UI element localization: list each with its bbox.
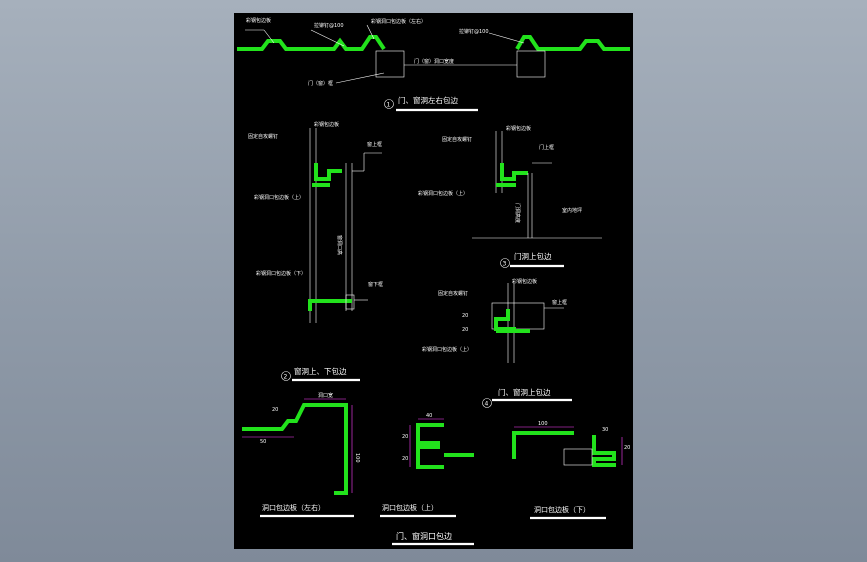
panel-top: 40 20 20 洞口包边板（上） — [380, 413, 474, 518]
label-opening-trim-lr: 彩钢洞口包边板（左右） — [371, 18, 426, 25]
drawing-canvas: 彩钢包边板 拉铆钉@100 彩钢洞口包边板（左右） 拉铆钉@100 门（窗）洞口… — [237, 17, 630, 546]
dim-top-40: 40 — [426, 413, 432, 419]
dim-top-20a: 20 — [402, 434, 408, 440]
section-1-number: 1 — [387, 102, 391, 109]
section-3-labels: 固定自攻螺钉 彩钢包边板 门上框 彩钢洞口包边板（上） 门洞高度 室内地坪 — [418, 125, 582, 223]
label-opening-trim-top-4: 彩钢洞口包边板（上） — [422, 346, 472, 353]
section-1-labels: 彩钢包边板 拉铆钉@100 彩钢洞口包边板（左右） 拉铆钉@100 门（窗）洞口… — [246, 17, 489, 87]
dim-4-b: 20 — [462, 327, 468, 333]
window-head-trim — [314, 163, 342, 181]
roof-profile-left — [237, 37, 352, 51]
sheet-title-block: 门、窗洞口包边 — [392, 531, 474, 546]
section-1-title-text: 门、窗洞左右包边 — [398, 95, 458, 105]
label-door-window-frame: 门（窗）框 — [308, 80, 333, 87]
section-2-labels: 固定自攻螺钉 彩钢包边板 窗上框 彩钢洞口包边板（上） 彩钢洞口包边板（下） 窗… — [248, 121, 383, 288]
panel-top-caption: 洞口包边板（上） — [382, 503, 438, 512]
label-window-bottom: 窗下框 — [368, 281, 383, 288]
label-door-height: 门洞高度 — [514, 203, 521, 223]
label-rivet-right: 拉铆钉@100 — [459, 28, 489, 35]
section-2-marker — [281, 371, 291, 381]
opening-trim-right — [515, 35, 630, 51]
panel-top-profile — [416, 423, 444, 469]
label-opening-trim-top-3: 彩钢洞口包边板（上） — [418, 190, 468, 197]
dim-bottom-30: 30 — [602, 427, 608, 433]
door-head-trim — [500, 163, 528, 181]
panel-left-right: 50 洞口宽 100 20 洞口包边板（左右） — [242, 392, 360, 518]
opening-trim-left — [352, 35, 386, 51]
label-window-height: 窗洞口高 — [336, 235, 343, 255]
section-4-title: 4 门、窗洞上包边 — [482, 387, 572, 408]
label-rivet-left: 拉铆钉@100 — [314, 22, 344, 29]
section-1-title: 1 门、窗洞左右包边 — [384, 95, 478, 112]
section-3-drawing — [472, 131, 602, 239]
label-fixed-rivet-4: 固定自攻螺钉 — [438, 290, 468, 297]
sheet-title: 门、窗洞口包边 — [396, 531, 452, 541]
dim-bottom-20: 20 — [624, 445, 630, 451]
label-door-top: 门上框 — [539, 144, 554, 151]
panel-bottom: 100 20 30 洞口包边板（下） — [512, 421, 630, 520]
panel-bottom-profile — [512, 431, 574, 459]
section-3-marker — [500, 258, 510, 268]
label-opening-width: 门（窗）洞口宽度 — [414, 58, 454, 65]
dim-top-20b: 20 — [402, 456, 408, 462]
section-4-drawing — [491, 283, 564, 363]
label-fixed-rivet: 固定自攻螺钉 — [248, 133, 278, 140]
window-sill-trim — [308, 299, 352, 311]
section-2-number: 2 — [284, 374, 288, 381]
dim-lr-50: 50 — [260, 439, 266, 445]
label-window-top-4: 窗上框 — [552, 299, 567, 306]
label-fixed-rivet-3: 固定自攻螺钉 — [442, 136, 472, 143]
section-3-title: 3 门洞上包边 — [500, 251, 564, 268]
frame-left-box — [375, 50, 405, 78]
label-color-trim-2: 彩钢包边板 — [314, 121, 339, 128]
frame-box-4 — [491, 302, 545, 330]
panel-bottom-hook — [592, 435, 616, 467]
section-1-marker — [384, 99, 394, 109]
section-1-profile — [237, 24, 630, 84]
dim-bottom-100: 100 — [538, 421, 548, 427]
label-opening-trim-bottom: 彩钢洞口包边板（下） — [256, 270, 306, 277]
dim-lr-width: 洞口宽 — [318, 392, 333, 399]
panel-lr-caption: 洞口包边板（左右） — [262, 503, 325, 512]
section-3-title-text: 门洞上包边 — [514, 251, 552, 261]
dim-lr-100: 100 — [354, 453, 360, 463]
dim-lr-20: 20 — [272, 407, 278, 413]
section-3-number: 3 — [503, 261, 507, 268]
label-floor-level: 室内地坪 — [562, 207, 582, 214]
section-4-marker — [482, 398, 492, 408]
section-2-title: 2 窗洞上、下包边 — [281, 366, 360, 382]
panel-bottom-caption: 洞口包边板（下） — [534, 505, 590, 514]
drawing-sheet: 彩钢包边板 拉铆钉@100 彩钢洞口包边板（左右） 拉铆钉@100 门（窗）洞口… — [234, 13, 633, 549]
label-color-trim-3: 彩钢包边板 — [506, 125, 531, 132]
label-window-top: 窗上框 — [367, 141, 382, 148]
dim-4-a: 20 — [462, 313, 468, 319]
section-4-number: 4 — [485, 401, 489, 408]
label-opening-trim-top-2: 彩钢洞口包边板（上） — [254, 194, 304, 201]
section-2-drawing — [308, 128, 382, 323]
label-color-trim: 彩钢包边板 — [246, 17, 271, 24]
panel-lr-profile — [242, 403, 348, 495]
section-4-labels: 固定自攻螺钉 彩钢包边板 窗上框 彩钢洞口包边板（上） 20 20 — [422, 278, 567, 353]
frame-right-box — [516, 50, 546, 78]
trim-4-upper — [494, 309, 516, 331]
section-2-title-text: 窗洞上、下包边 — [294, 366, 347, 376]
section-4-title-text: 门、窗洞上包边 — [498, 387, 551, 397]
label-color-trim-4: 彩钢包边板 — [512, 278, 537, 285]
